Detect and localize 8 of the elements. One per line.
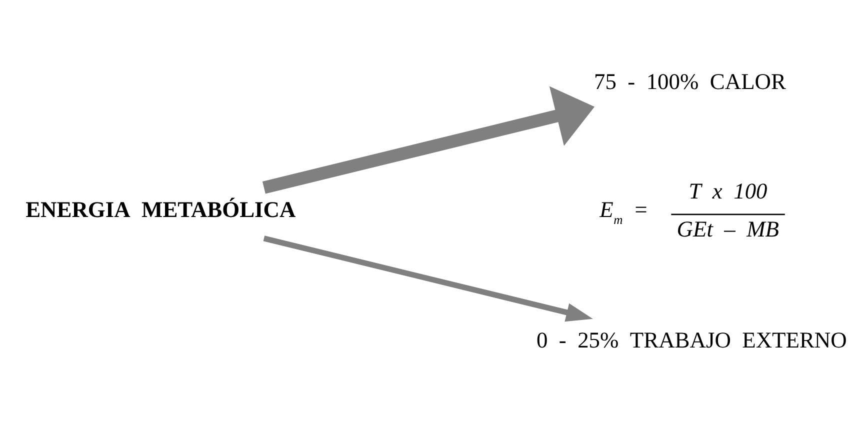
arrow: [262, 86, 595, 194]
label: E$_{m}$ =: [600, 196, 648, 226]
node-text: ENERGIA METABÓLICA: [26, 196, 296, 222]
label: GEt – MB: [676, 216, 780, 242]
node-text: 75 - 100% CALOR: [594, 68, 786, 94]
arrow: [263, 235, 593, 322]
label: T x 100: [688, 178, 768, 204]
node-text: 0 - 25% TRABAJO EXTERNO: [536, 326, 847, 352]
